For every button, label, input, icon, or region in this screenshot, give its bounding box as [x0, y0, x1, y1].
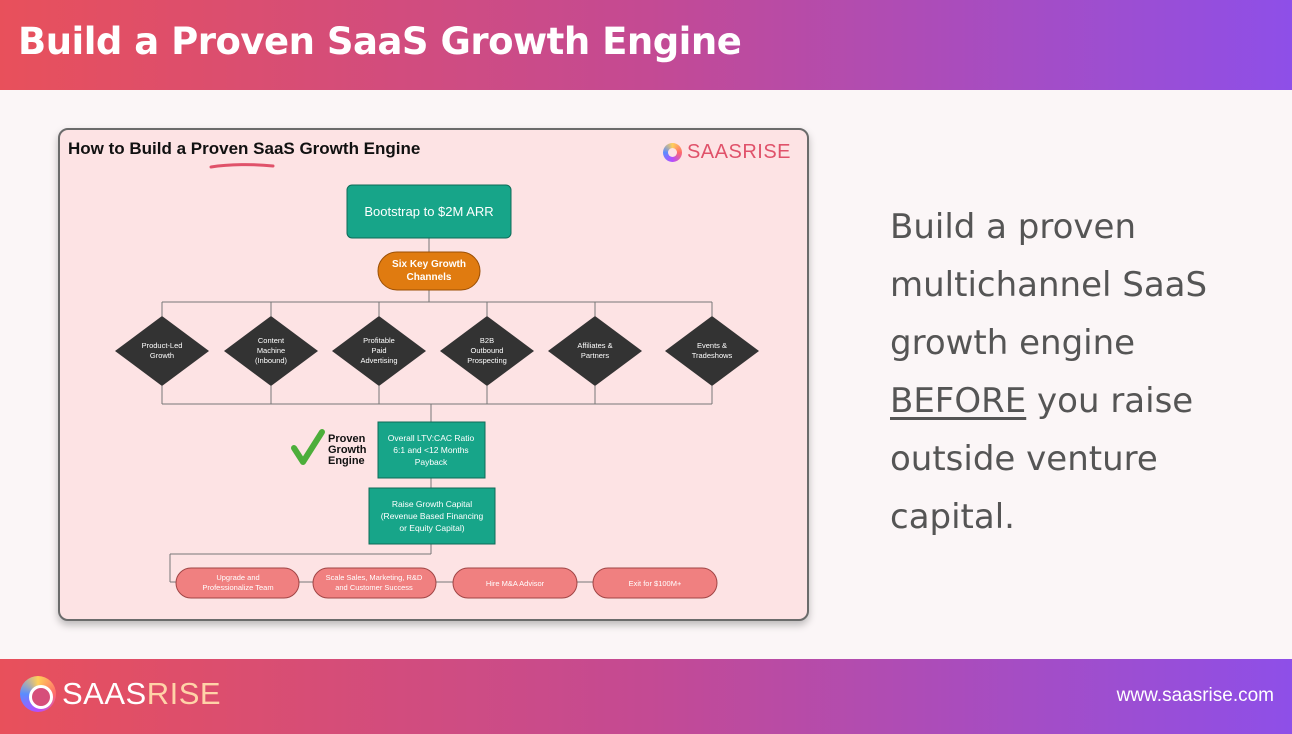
step-label: Upgrade and: [216, 573, 259, 582]
step-label: Hire M&A Advisor: [486, 579, 545, 588]
website-link[interactable]: www.saasrise.com: [1116, 685, 1274, 706]
diagram-title-highlight: Proven: [190, 139, 249, 158]
header-banner: Build a Proven SaaS Growth Engine: [0, 0, 1292, 90]
step-upgrade-team: Upgrade and Professionalize Team: [175, 567, 300, 599]
diagram-logo: SAASRISE: [662, 141, 791, 164]
key-message-line: Build a proven: [890, 207, 1137, 247]
footer-banner: SAASRISE www.saasrise.com: [0, 659, 1292, 734]
step-scale: Scale Sales, Marketing, R&D and Customer…: [312, 567, 437, 599]
diagram-title-prefix: How to Build a: [68, 139, 191, 158]
channel-label: B2B: [480, 336, 494, 345]
channels-hub-node: Six Key Growth Channels: [377, 251, 481, 291]
ltv-box-line: Overall LTV:CAC Ratio: [388, 433, 475, 443]
channel-affiliates: Affiliates & Partners: [548, 316, 642, 386]
saasrise-logo-icon: [662, 143, 682, 162]
channel-label: Affiliates &: [577, 341, 612, 350]
proven-label-line: Growth: [328, 444, 367, 456]
step-hire-advisor: Hire M&A Advisor: [452, 567, 578, 599]
ltv-box-line: 6:1 and <12 Months: [393, 445, 468, 455]
capital-box-line: or Equity Capital): [399, 523, 464, 533]
diagram-title-suffix: SaaS Growth Engine: [248, 139, 421, 158]
page-title: Build a Proven SaaS Growth Engine: [18, 20, 742, 63]
channel-label: Product-Led: [142, 341, 183, 350]
growth-engine-flowchart: Bootstrap to $2M ARR Six Key Growth Chan…: [115, 184, 759, 599]
footer-logo: SAASRISE: [20, 676, 221, 712]
step-label: Scale Sales, Marketing, R&D: [326, 573, 423, 582]
start-node-label: Bootstrap to $2M ARR: [364, 204, 493, 219]
highlight-underline-icon: [209, 163, 275, 169]
proven-label-line: Engine: [328, 455, 365, 467]
saasrise-logo-icon: [20, 676, 56, 712]
channels-hub-line2: Channels: [406, 272, 451, 283]
channel-label: (Inbound): [255, 356, 288, 365]
raise-capital-node: Raise Growth Capital (Revenue Based Fina…: [368, 487, 496, 545]
channel-label: Prospecting: [467, 356, 507, 365]
proven-label: Proven Growth Engine: [291, 429, 367, 467]
key-message-line: growth engine: [890, 323, 1136, 363]
key-message-line: multichannel SaaS: [890, 265, 1208, 305]
channel-b2b-outbound: B2B Outbound Prospecting: [440, 316, 534, 386]
step-label: and Customer Success: [335, 583, 413, 592]
channel-product-led: Product-Led Growth: [115, 316, 209, 386]
channel-label: Outbound: [471, 346, 504, 355]
capital-box-line: Raise Growth Capital: [392, 499, 472, 509]
footer-logo-rise: RISE: [146, 676, 222, 711]
channels-hub-line1: Six Key Growth: [392, 259, 466, 270]
connector-lines: [161, 238, 713, 583]
start-node: Bootstrap to $2M ARR: [346, 184, 512, 239]
key-message: Build a proven multichannel SaaS growth …: [890, 198, 1250, 546]
channel-label: Events &: [697, 341, 727, 350]
key-message-line: outside venture: [890, 439, 1158, 479]
ltv-box-line: Payback: [415, 457, 448, 467]
capital-box-line: (Revenue Based Financing: [381, 511, 484, 521]
ltv-cac-node: Overall LTV:CAC Ratio 6:1 and <12 Months…: [377, 421, 486, 479]
channel-label: Partners: [581, 351, 610, 360]
step-label: Exit for $100M+: [629, 579, 682, 588]
channel-label: Advertising: [360, 356, 397, 365]
step-label: Professionalize Team: [202, 583, 273, 592]
step-exit: Exit for $100M+: [592, 567, 718, 599]
diagram-title: How to Build a Proven SaaS Growth Engine: [68, 139, 421, 169]
logo-rise-text: RISE: [742, 141, 791, 163]
diagram-panel: How to Build a Proven SaaS Growth Engine…: [58, 128, 809, 621]
checkmark-icon: [291, 429, 325, 465]
key-message-line: BEFORE you raise: [890, 372, 1250, 430]
channel-content-machine: Content Machine (Inbound): [224, 316, 318, 386]
channel-paid-advertising: Profitable Paid Advertising: [332, 316, 426, 386]
channel-label: Paid: [371, 346, 386, 355]
channel-label: Machine: [257, 346, 285, 355]
channel-label: Growth: [150, 351, 174, 360]
channel-label: Profitable: [363, 336, 395, 345]
key-message-line: capital.: [890, 497, 1015, 537]
footer-logo-saas: SAAS: [62, 676, 147, 711]
logo-saas-text: SAAS: [686, 141, 743, 163]
emphasis-before: BEFORE: [890, 381, 1027, 421]
channel-events: Events & Tradeshows: [665, 316, 759, 386]
channel-label: Content: [258, 336, 285, 345]
key-message-fragment: you raise: [1026, 381, 1194, 421]
proven-label-line: Proven: [328, 433, 366, 445]
channel-label: Tradeshows: [692, 351, 733, 360]
